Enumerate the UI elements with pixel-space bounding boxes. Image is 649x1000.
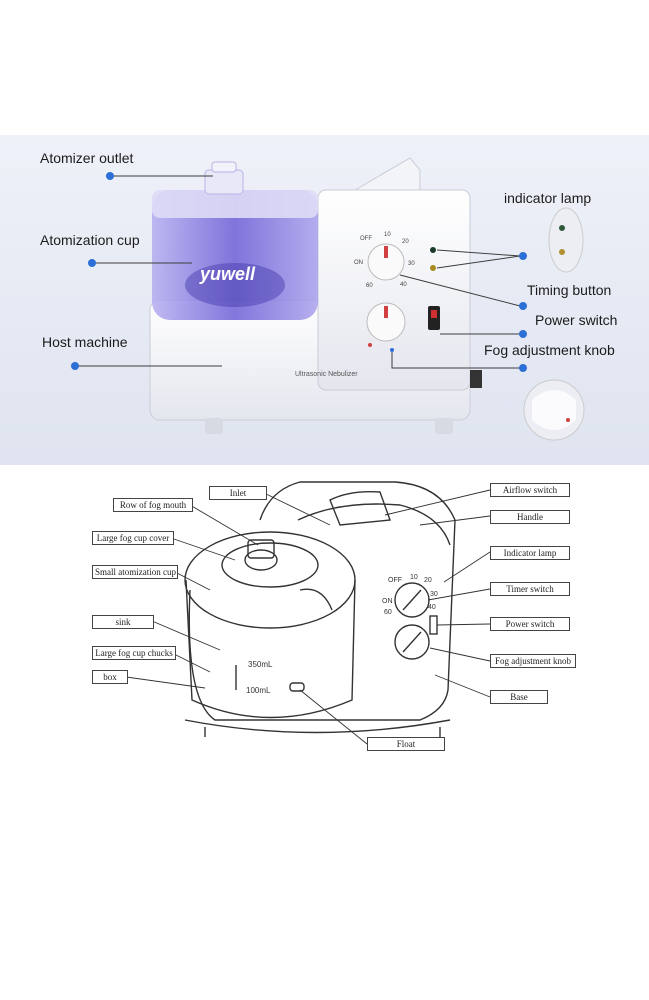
scale-upper: 350mL bbox=[248, 660, 273, 669]
timer-dial-photo: OFF ON 10 20 30 40 60 bbox=[354, 232, 415, 289]
box-power-switch: Power switch bbox=[490, 617, 570, 631]
photo-dial-30: 30 bbox=[408, 261, 415, 267]
photo-dial-60: 60 bbox=[366, 283, 373, 289]
box-fog-adjustment-knob: Fog adjustment knob bbox=[490, 654, 576, 668]
photo-dial-20: 20 bbox=[402, 239, 409, 245]
photo-callout-dots bbox=[71, 172, 527, 372]
sketch-dial-30: 30 bbox=[430, 591, 438, 598]
sketch-leader-lines bbox=[125, 489, 491, 745]
box-airflow-switch: Airflow switch bbox=[490, 483, 570, 497]
label-indicator-lamp: indicator lamp bbox=[504, 190, 592, 206]
sketch-dial-on: ON bbox=[382, 598, 393, 605]
box-timer-switch: Timer switch bbox=[490, 582, 570, 596]
box-base: Base bbox=[490, 690, 548, 704]
photo-dial-on: ON bbox=[354, 260, 363, 266]
label-host-machine: Host machine bbox=[42, 334, 128, 350]
photo-dial-40: 40 bbox=[400, 282, 407, 288]
label-power-switch: Power switch bbox=[535, 312, 618, 328]
photo-dial-off: OFF bbox=[360, 236, 372, 242]
fog-knob-inset bbox=[523, 379, 585, 441]
box-large-fog-cup-chucks: Large fog cup chucks bbox=[92, 646, 176, 660]
label-atomization-cup: Atomization cup bbox=[40, 232, 140, 248]
sketch-dial-20: 20 bbox=[424, 577, 432, 584]
photo-dial-10: 10 bbox=[384, 232, 391, 238]
box-row-of-fog-mouth: Row of fog mouth bbox=[113, 498, 193, 512]
atomization-cup-photo: yuwell bbox=[152, 161, 318, 320]
indicator-lamp-photo-2 bbox=[430, 265, 436, 271]
label-fog-adjustment-knob: Fog adjustment knob bbox=[484, 342, 615, 358]
scale-lower: 100mL bbox=[246, 686, 271, 695]
sketch-drawing bbox=[184, 481, 456, 737]
sketch-dial-40: 40 bbox=[428, 604, 436, 611]
box-inlet: Inlet bbox=[209, 486, 267, 500]
sketch-dial-labels: OFF ON 10 20 30 40 60 bbox=[382, 574, 438, 616]
box-box: box bbox=[92, 670, 128, 684]
photo-callout-lines bbox=[75, 175, 522, 369]
label-atomizer-outlet: Atomizer outlet bbox=[40, 150, 134, 166]
sketch-dial-off: OFF bbox=[388, 577, 402, 584]
sketch-dial-60: 60 bbox=[384, 609, 392, 616]
device-name-label: Ultrasonic Nebulizer bbox=[295, 371, 358, 378]
box-indicator-lamp: Indicator lamp bbox=[490, 546, 570, 560]
box-float: Float bbox=[367, 737, 445, 751]
box-large-fog-cup-cover: Large fog cup cover bbox=[92, 531, 174, 545]
indicator-lamp-photo-1 bbox=[430, 247, 436, 253]
box-handle: Handle bbox=[490, 510, 570, 524]
brand-logo: yuwell bbox=[199, 264, 256, 284]
sketch-dial-10: 10 bbox=[410, 574, 418, 581]
indicator-lamp-inset bbox=[548, 207, 584, 273]
fog-knob-photo bbox=[366, 302, 406, 352]
box-sink: sink bbox=[92, 615, 154, 629]
box-small-atomization-cup: Small atomization cup bbox=[92, 565, 178, 579]
label-timing-button: Timing button bbox=[527, 282, 612, 298]
